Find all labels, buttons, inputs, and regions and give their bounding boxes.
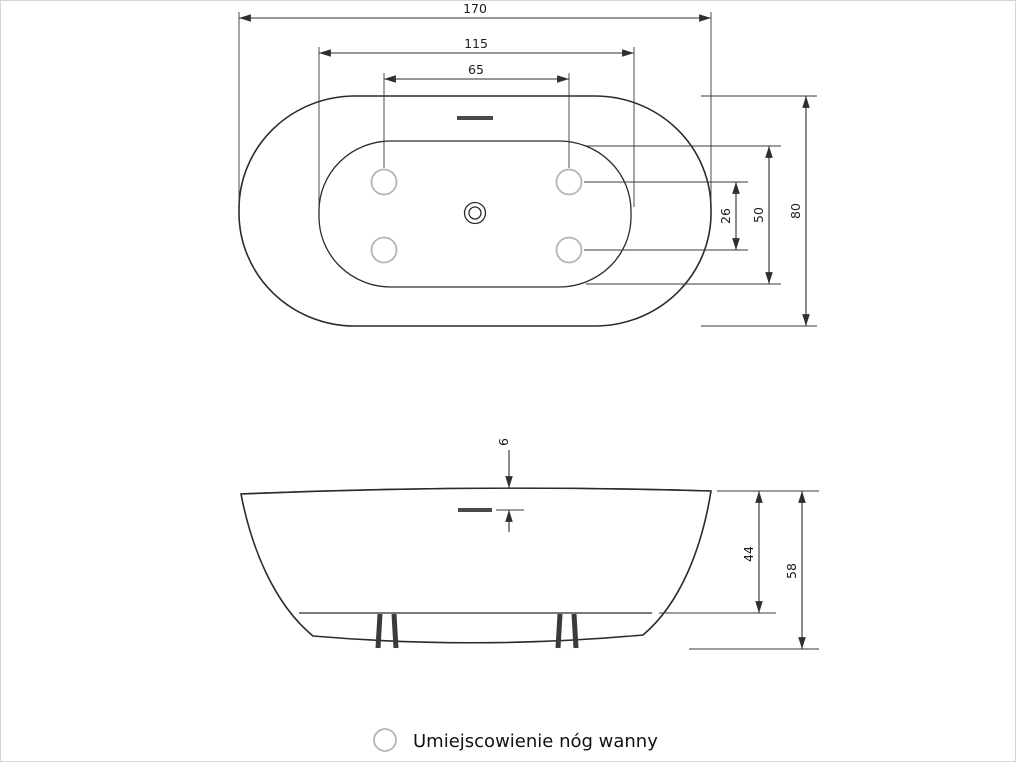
- foot-bottom-left: [370, 236, 398, 264]
- legend-label: Umiejscowienie nóg wanny: [413, 731, 658, 752]
- dim-label-44: 44: [741, 546, 756, 562]
- dim-overall-length: 170: [238, 1, 712, 204]
- dim-feet-width-spacing: 26: [584, 181, 748, 251]
- legend-foot-icon: [373, 728, 397, 752]
- dim-feet-length-spacing: 65: [383, 62, 570, 168]
- dim-overall-width: 80: [701, 95, 817, 327]
- dim-label-26: 26: [718, 208, 733, 224]
- dim-label-58: 58: [784, 563, 799, 579]
- dim-overflow-drop: 6: [496, 438, 524, 532]
- dim-label-170: 170: [463, 1, 487, 16]
- dim-overall-height: 58: [689, 491, 819, 650]
- foot-top-right: [555, 168, 583, 196]
- foot-bottom-right: [555, 236, 583, 264]
- dim-label-115: 115: [464, 36, 488, 51]
- dim-label-65: 65: [468, 62, 484, 77]
- tub-rim-line-side-view: [240, 487, 712, 495]
- tub-inner-basin-top-view: [318, 140, 632, 288]
- dim-feet-outer-span: 115: [318, 36, 635, 207]
- dim-label-80: 80: [788, 203, 803, 219]
- dim-label-6: 6: [496, 438, 511, 446]
- tub-leg-left: [375, 613, 399, 649]
- side-view: 6 44 58: [240, 438, 819, 650]
- dim-inner-width: 50: [586, 145, 781, 285]
- drain-outer-circle: [463, 201, 487, 225]
- foot-top-left: [370, 168, 398, 196]
- legend: Umiejscowienie nóg wanny: [373, 728, 658, 752]
- tub-outer-rim-top-view: [238, 95, 712, 327]
- top-view: 170 115 65 80: [238, 1, 817, 327]
- dim-label-50: 50: [751, 207, 766, 223]
- tub-leg-right: [555, 613, 579, 649]
- drain-inner-circle: [468, 206, 482, 220]
